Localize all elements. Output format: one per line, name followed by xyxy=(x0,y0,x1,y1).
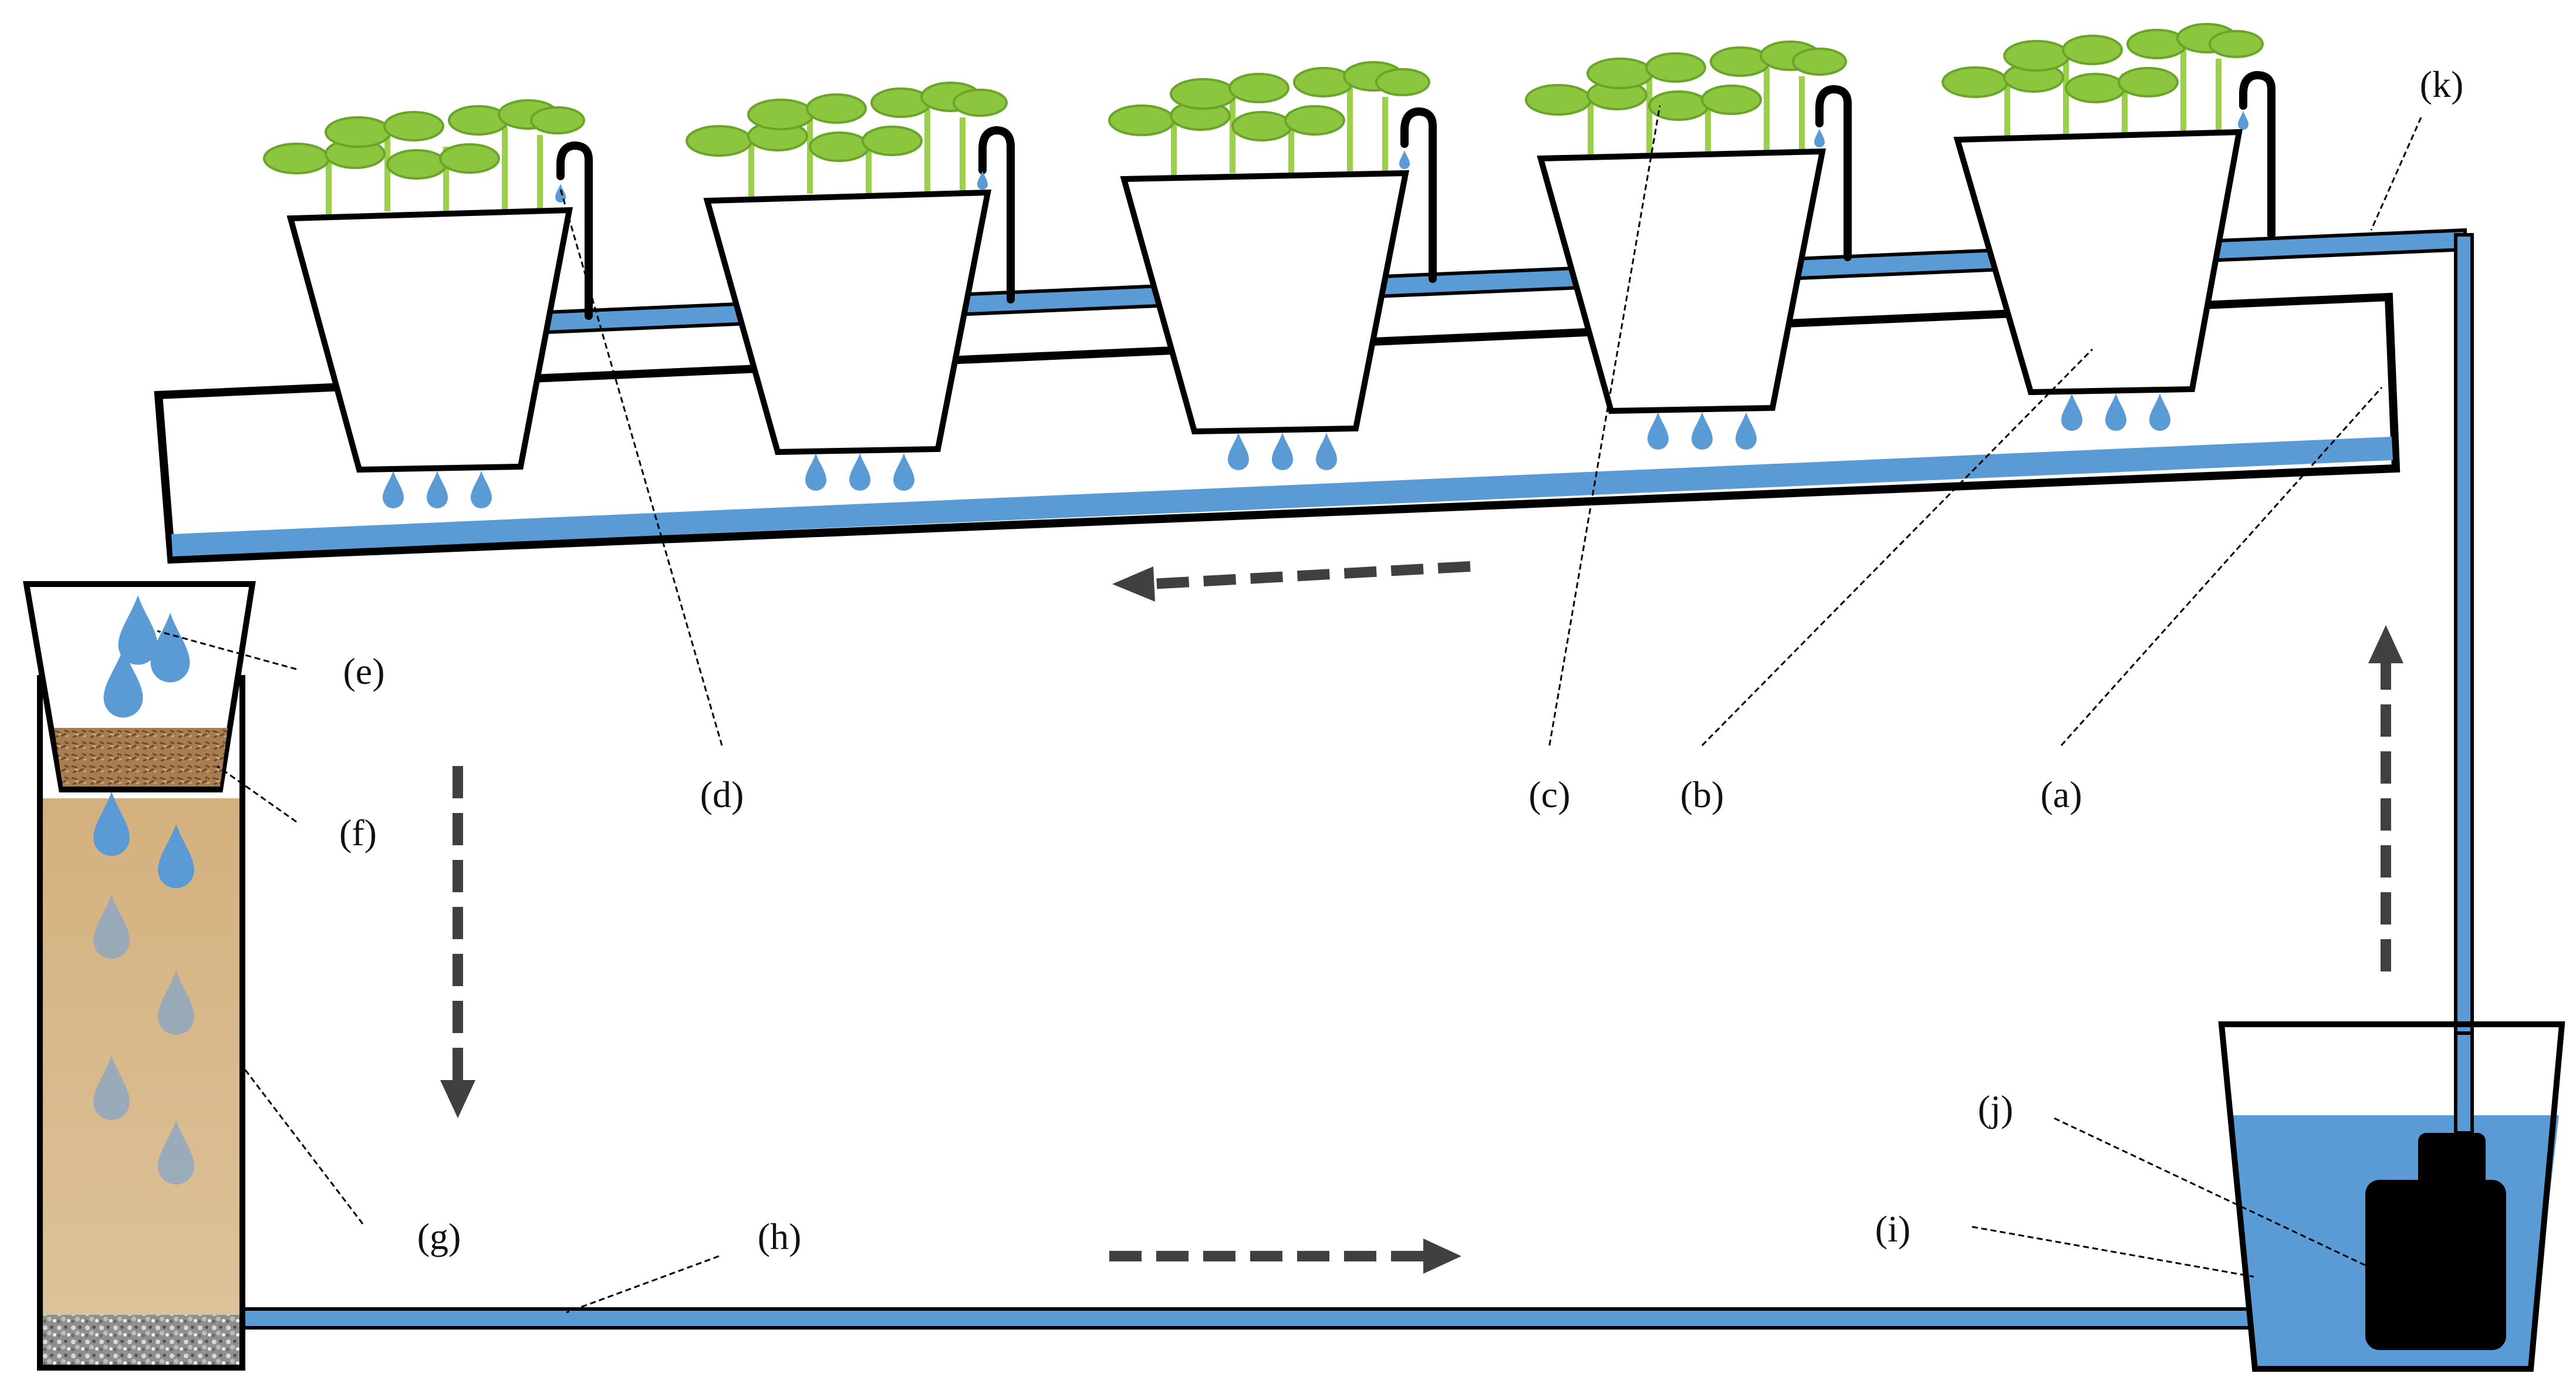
dripper-1 xyxy=(556,141,593,320)
label-e: (e) xyxy=(343,650,384,692)
dripper-3 xyxy=(1400,107,1437,283)
leader-lines xyxy=(157,105,2422,1314)
label-h: (h) xyxy=(758,1216,802,1257)
sand-layer xyxy=(43,798,239,1315)
plant-seedling-icon xyxy=(1942,23,2264,136)
pot-4 xyxy=(1537,148,1827,414)
pot-5 xyxy=(1953,129,2243,396)
plant-pots xyxy=(286,129,2243,473)
arrow-up xyxy=(2368,625,2403,971)
sand-filter-column xyxy=(37,675,245,1371)
supply-pipe xyxy=(543,228,2474,1135)
reservoir-tank xyxy=(2218,1021,2565,1372)
dripper-5 xyxy=(2239,70,2275,239)
water-drop-icon xyxy=(1399,150,1410,169)
dripper-2 xyxy=(978,126,1015,303)
water-drop-icon xyxy=(977,171,988,190)
flow-arrows xyxy=(440,561,2403,1274)
return-pipe xyxy=(239,1307,2256,1330)
dripper-emitters xyxy=(556,70,2275,320)
label-g: (g) xyxy=(417,1216,461,1257)
pre-filter-funnel xyxy=(23,581,256,792)
label-a: (a) xyxy=(2040,774,2082,815)
pot-1 xyxy=(286,207,573,473)
arrow-down xyxy=(440,766,475,1118)
plant-seedling-icon xyxy=(1525,41,1847,156)
plant-seedling-icon xyxy=(263,99,585,214)
gravel-layer xyxy=(43,1315,239,1365)
arrow-right xyxy=(1109,1239,1461,1274)
label-k: (k) xyxy=(2420,63,2464,105)
plant-seedling-icon xyxy=(1108,61,1430,176)
part-labels: (a) (b) (c) (d) (e) (f) (g) (h) (i) (j) … xyxy=(339,63,2463,1257)
plant-seedlings xyxy=(263,23,2264,214)
pot-3 xyxy=(1120,170,1410,435)
label-j: (j) xyxy=(1978,1088,2013,1129)
label-c: (c) xyxy=(1528,774,1570,815)
water-drop-icon xyxy=(2238,111,2248,130)
soil-layer xyxy=(54,728,228,787)
water-drop-icon xyxy=(1814,129,1825,147)
pot-2 xyxy=(703,189,992,455)
dripper-4 xyxy=(1815,85,1852,261)
riser-pipe xyxy=(2454,233,2474,1135)
label-f: (f) xyxy=(339,812,377,853)
arrow-left xyxy=(1112,561,1471,602)
plant-seedling-icon xyxy=(686,82,1008,197)
label-b: (b) xyxy=(1680,774,1724,815)
label-d: (d) xyxy=(700,774,744,815)
tray-water xyxy=(171,437,2393,556)
submersible-pump-icon xyxy=(2365,1133,2506,1350)
label-i: (i) xyxy=(1875,1208,1910,1250)
